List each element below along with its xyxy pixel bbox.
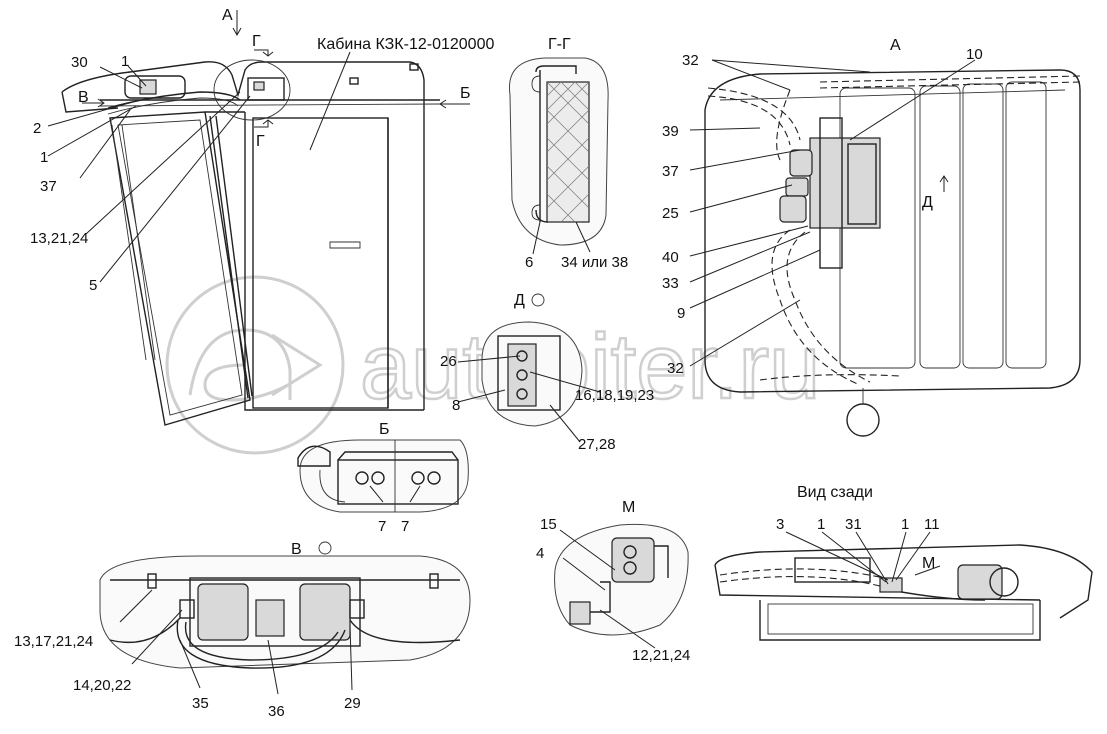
callout-27-28: 27,28 [578, 436, 616, 453]
callout-37: 37 [40, 178, 57, 195]
view-v-title: В [291, 541, 302, 558]
view-a-arrow-label: А [222, 7, 233, 24]
callout-7: 7 [378, 518, 386, 535]
view-a-title: А [890, 37, 901, 54]
callout-14-20-22: 14,20,22 [73, 677, 131, 694]
view-m-mount [554, 523, 689, 649]
callout-labels: 30 1 2 1 37 13,21,24 5 6 34 или 38 32 10… [14, 46, 983, 720]
callout-1: 1 [817, 516, 825, 533]
view-d-panel [457, 293, 601, 443]
view-m-title: М [622, 499, 635, 516]
view-d-title: Д [514, 292, 525, 309]
view-a-roof [689, 59, 1081, 437]
rear-view [714, 531, 1093, 641]
callout-12-21-24: 12,21,24 [632, 647, 690, 664]
view-b-title: Б [379, 421, 390, 438]
callout-40: 40 [662, 249, 679, 266]
view-d-arrow-label: Д [922, 194, 933, 211]
callout-15: 15 [540, 516, 557, 533]
watermark-text: autopiter.ru [360, 316, 820, 418]
callout-1: 1 [121, 53, 129, 70]
callout-8: 8 [452, 397, 460, 414]
view-v-arrow-label: В [78, 89, 89, 106]
view-v-heater [99, 541, 471, 695]
callout-16-18-19-23: 16,18,19,23 [575, 387, 654, 404]
view-b-arrow-label: Б [460, 85, 471, 102]
callout-6: 6 [525, 254, 533, 271]
rear-view-title: Вид сзади [797, 484, 873, 501]
callout-1: 1 [901, 516, 909, 533]
callout-10: 10 [966, 46, 983, 63]
view-m-arrow-label: М [922, 555, 935, 572]
callout-34-or-38: 34 или 38 [561, 254, 628, 271]
callout-11: 11 [924, 516, 940, 533]
view-labels: Кабина КЗК-12-0120000 Г-Г А А Б Б В В Д … [78, 7, 935, 572]
callout-33: 33 [662, 275, 679, 292]
callout-26: 26 [440, 353, 457, 370]
callout-1: 1 [40, 149, 48, 166]
callout-9: 9 [677, 305, 685, 322]
view-b-bracket [297, 439, 469, 513]
callout-39: 39 [662, 123, 679, 140]
section-gg-title: Г-Г [548, 36, 571, 53]
callout-32: 32 [667, 360, 684, 377]
watermark: autopiter.ru [165, 275, 822, 455]
callout-31: 31 [845, 516, 862, 533]
cab-view [47, 10, 470, 426]
callout-13-17-21-24: 13,17,21,24 [14, 633, 93, 650]
callout-5: 5 [89, 277, 97, 294]
cut-g-bottom-label: Г [256, 133, 265, 150]
callout-13-21-24: 13,21,24 [30, 230, 88, 247]
callout-30: 30 [71, 54, 88, 71]
callout-25: 25 [662, 205, 679, 222]
callout-32: 32 [682, 52, 699, 69]
callout-2: 2 [33, 120, 41, 137]
callout-35: 35 [192, 695, 209, 712]
cab-title: Кабина КЗК-12-0120000 [317, 36, 494, 53]
callout-3: 3 [776, 516, 784, 533]
section-gg-view [508, 57, 609, 255]
callout-37: 37 [662, 163, 679, 180]
cut-g-top-label: Г [252, 33, 261, 50]
callout-4: 4 [536, 545, 544, 562]
callout-36: 36 [268, 703, 285, 720]
callout-29: 29 [344, 695, 361, 712]
callout-7: 7 [401, 518, 409, 535]
